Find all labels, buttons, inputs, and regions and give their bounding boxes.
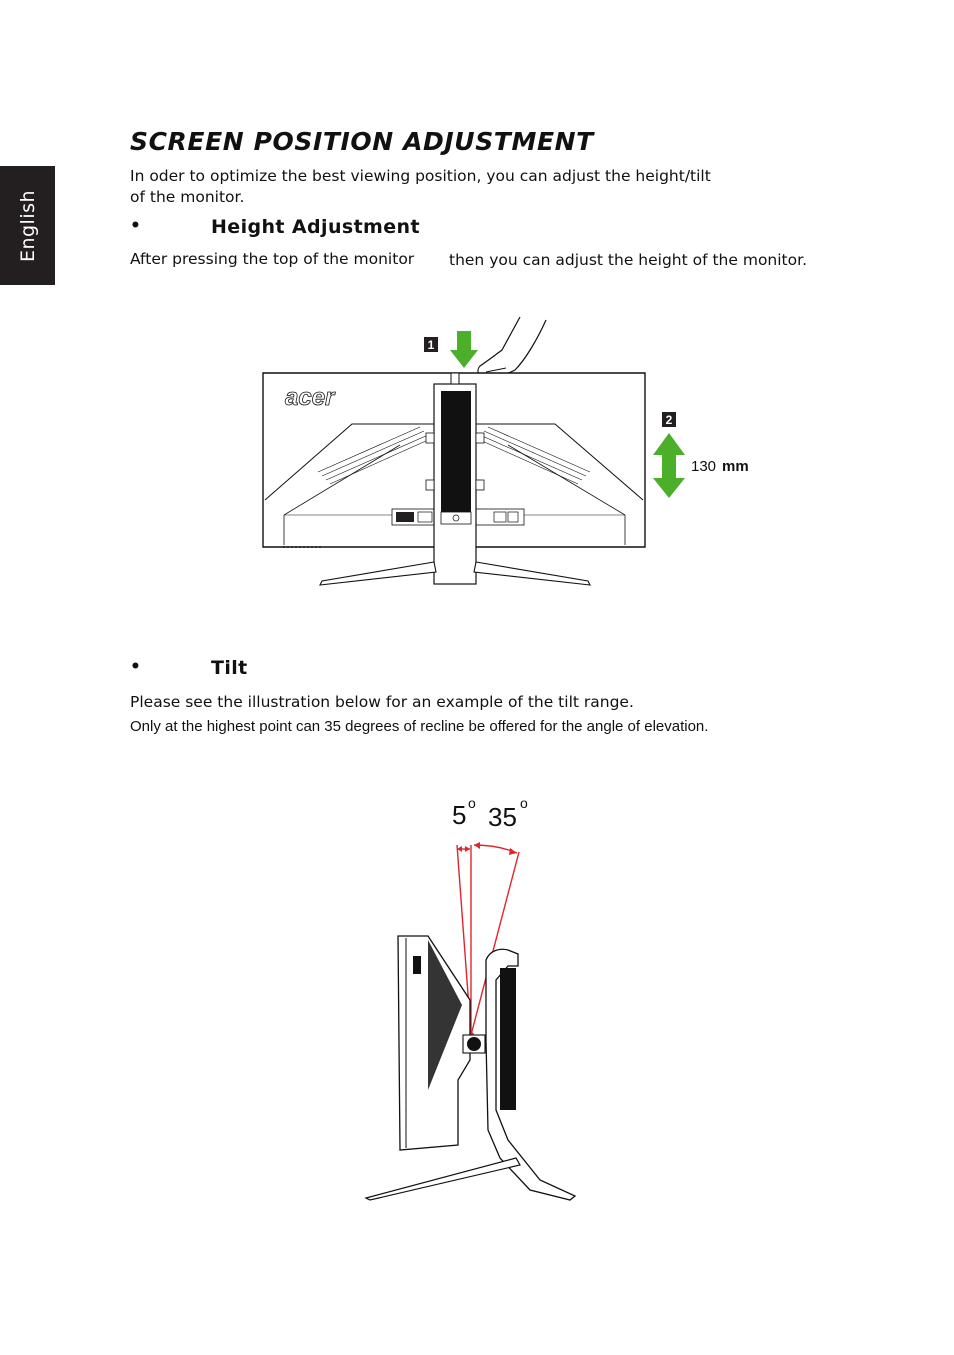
acer-logo: acer bbox=[285, 384, 336, 411]
height-text-part1: After pressing the top of the monitor bbox=[130, 250, 415, 268]
forward-angle: 5 bbox=[452, 800, 466, 830]
tilt-title: Tilt bbox=[211, 657, 248, 679]
intro-line-2: of the monitor. bbox=[130, 188, 245, 206]
page-title: SCREEN POSITION ADJUSTMENT bbox=[130, 127, 594, 156]
language-tab-label: English bbox=[16, 189, 39, 262]
step-2-badge bbox=[662, 412, 676, 427]
range-value: 130 bbox=[691, 458, 716, 475]
step-2-label: 2 bbox=[666, 413, 673, 427]
back-degree: o bbox=[520, 795, 528, 811]
height-range-arrow-icon bbox=[653, 433, 685, 498]
vent-right bbox=[479, 426, 591, 485]
tilt-range-figure: 5 o 35 o bbox=[364, 795, 577, 1201]
intro-paragraph: In oder to optimize the best viewing pos… bbox=[130, 166, 790, 208]
stand-neck bbox=[441, 391, 471, 512]
step-1-label: 1 bbox=[428, 338, 435, 352]
forward-degree: o bbox=[468, 795, 476, 811]
press-down-arrow-icon bbox=[450, 331, 478, 368]
height-adjustment-title: Height Adjustment bbox=[211, 216, 420, 238]
vent-left bbox=[317, 426, 429, 485]
language-tab: English bbox=[0, 166, 55, 285]
hand-icon bbox=[477, 316, 547, 379]
tilt-text-line1: Please see the illustration below for an… bbox=[130, 693, 634, 711]
intro-line-1: In oder to optimize the best viewing pos… bbox=[130, 167, 711, 185]
step-1-badge bbox=[424, 337, 438, 352]
back-angle: 35 bbox=[488, 802, 517, 832]
bullet-icon: • bbox=[130, 657, 142, 677]
tilt-text-line2: Only at the highest point can 35 degrees… bbox=[130, 718, 709, 735]
height-adjustment-figure: 1 acer 2 130 mm bbox=[262, 316, 749, 586]
bullet-icon: • bbox=[130, 216, 142, 236]
height-text-part2: then you can adjust the height of the mo… bbox=[449, 251, 807, 269]
range-unit: mm bbox=[722, 458, 749, 475]
